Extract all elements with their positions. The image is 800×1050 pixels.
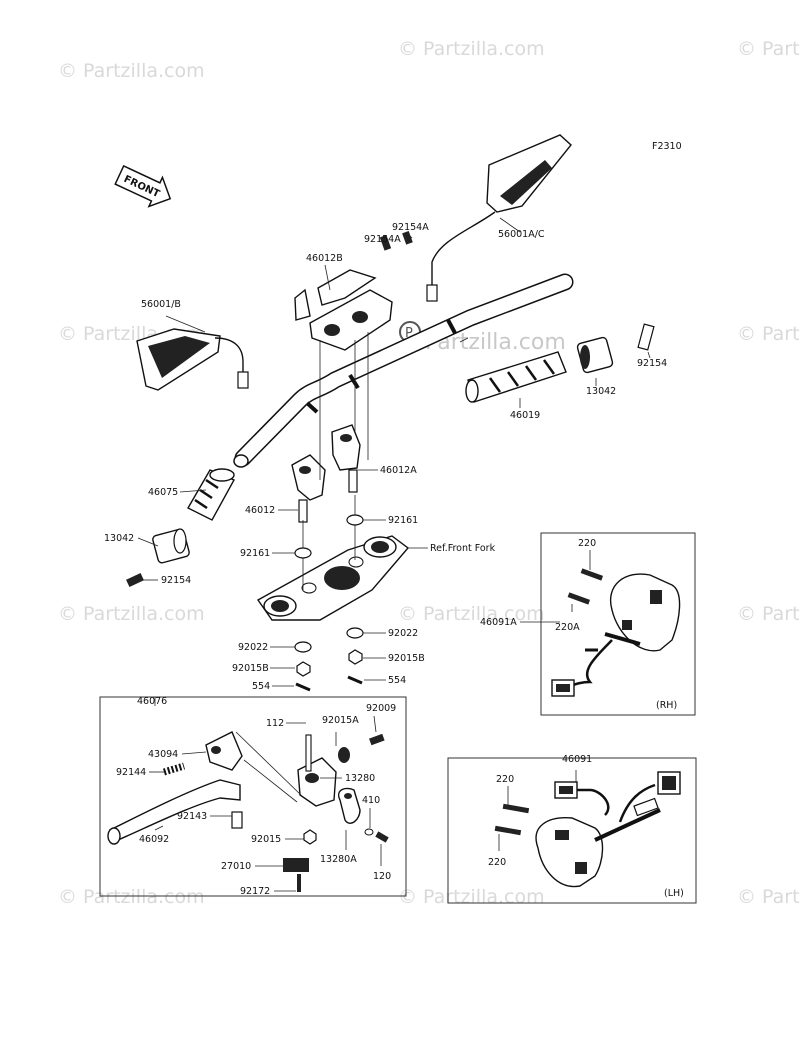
watermark: © Partzilla.com [398,886,545,908]
lh-switch-box [447,757,697,904]
label-92022-left: 92022 [238,642,268,653]
screw-92154-left [126,572,144,588]
watermark: © Partzilla.com [58,603,205,625]
nut-92015B-left [296,661,311,677]
washer-92161-left [294,547,312,559]
label-46076: 46076 [137,696,167,707]
upper-triple-clamp [256,535,410,621]
label-92009: 92009 [366,703,396,714]
label-46019: 46019 [510,410,540,421]
label-13280A: 13280A [320,854,357,865]
label-46075: 46075 [148,487,178,498]
bar-end-weight-right [576,336,614,374]
label-220-lh-1: 220 [496,774,514,785]
cotter-pin-554-right [347,675,363,685]
label-92154A-2: 92154A [364,234,401,245]
handlebar [233,273,574,468]
label-92154A-1: 92154A [392,222,429,233]
lever-leader-lines [149,715,382,892]
washer-92161-right [346,514,364,526]
label-ref-front-fork: Ref.Front Fork [430,543,496,554]
label-46091: 46091 [562,754,592,765]
mirror-right [426,134,572,302]
front-arrow-icon: FRONT [114,164,172,208]
label-56001AC: 56001A/C [498,229,545,240]
cotter-pin-554-left [295,682,311,692]
clamp-upper [294,269,393,351]
label-92144: 92144 [116,767,146,778]
label-46012A: 46012A [380,465,417,476]
lever-assembly [107,731,389,892]
label-43094: 43094 [148,749,178,760]
label-13042-left: 13042 [104,533,134,544]
label-220A: 220A [555,622,580,633]
label-46092: 46092 [139,834,169,845]
lh-switch-housing [494,771,681,888]
watermark: © Partzilla.com [58,60,205,82]
watermark-group: © Partzilla.com © Partzilla.com © Partzi… [58,38,800,908]
label-554-left: 554 [252,681,270,692]
rh-switch-box [540,532,696,716]
nut-92015B-right [348,649,363,665]
leader-lines [137,217,651,687]
watermark: © Partzilla.com [737,323,800,345]
label-92015B-right: 92015B [388,653,425,664]
label-92015B-left: 92015B [232,663,269,674]
diagram-code: F2310 [652,141,682,152]
label-rh: (RH) [656,700,677,711]
label-220-rh-top: 220 [578,538,596,549]
label-13042-right: 13042 [586,386,616,397]
grip-right [465,351,567,403]
holder-46012A [331,424,361,493]
label-46012: 46012 [245,505,275,516]
label-92015A: 92015A [322,715,359,726]
label-13280: 13280 [345,773,375,784]
watermark: © Partzilla.com [398,38,545,60]
screw-92154-right [637,323,655,351]
grip-left [187,468,235,521]
label-120: 120 [373,871,391,882]
label-lh: (LH) [664,888,684,899]
screw-92154A [379,230,413,251]
label-92154-right: 92154 [637,358,667,369]
watermark: © Partzilla.com [737,886,800,908]
watermark: © Partzilla.com [398,603,545,625]
part-labels: 56001A/C 56001/B 46012B 92154A 92154A 46… [104,222,684,899]
watermark: © Partzilla.com [737,603,800,625]
label-46012B: 46012B [306,253,343,264]
label-554-right: 554 [388,675,406,686]
label-92143: 92143 [177,811,207,822]
label-92172: 92172 [240,886,270,897]
label-410: 410 [362,795,380,806]
label-220-lh-2: 220 [488,857,506,868]
label-92154-left: 92154 [161,575,191,586]
holder-46012 [291,454,326,523]
washer-92022-right [346,627,364,639]
mirror-left [136,328,249,391]
label-92022-right: 92022 [388,628,418,639]
label-112: 112 [266,718,284,729]
watermark: © Partzilla.com [58,886,205,908]
washer-92022-left [294,641,312,653]
label-46091A: 46091A [480,617,517,628]
watermark: © Partzilla.com [737,38,800,60]
bar-end-weight-left [152,528,190,564]
watermark-logo-letter: P [405,326,413,341]
label-92161-left: 92161 [240,548,270,559]
lever-assembly-box [99,696,407,897]
label-27010: 27010 [221,861,251,872]
label-92161-right: 92161 [388,515,418,526]
label-56001B: 56001/B [141,299,181,310]
label-92015: 92015 [251,834,281,845]
rh-switch-housing [551,568,681,697]
